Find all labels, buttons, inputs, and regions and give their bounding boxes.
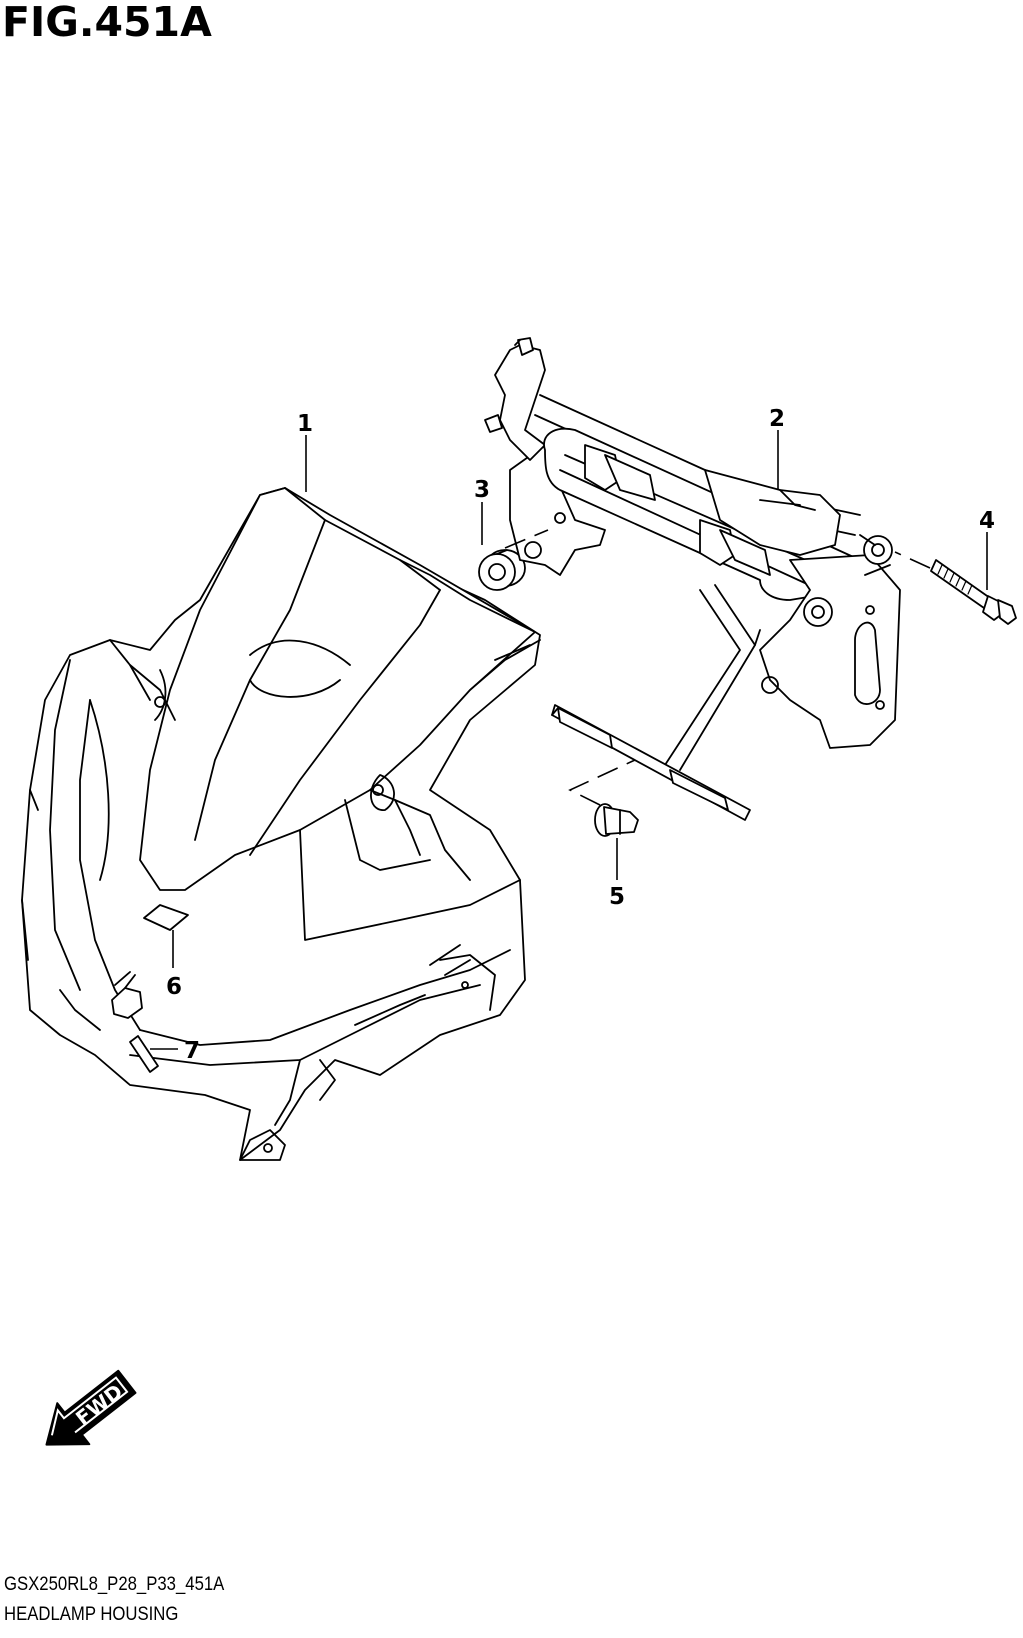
part-2-headlamp-bracket xyxy=(484,337,901,771)
callout-4: 4 xyxy=(979,508,995,534)
part-1-headlamp-cowl xyxy=(21,487,541,1161)
part-6-cushion-pad xyxy=(143,904,189,931)
assembly-guide-lines xyxy=(504,529,931,806)
callout-2: 2 xyxy=(769,406,785,432)
callout-6: 6 xyxy=(166,974,182,1000)
part-5-clip xyxy=(594,803,639,837)
leader-lines xyxy=(150,430,988,1050)
part-7-tape xyxy=(129,1035,159,1073)
fwd-arrow-icon: FWD xyxy=(45,1369,137,1446)
figure-title: FIG.451A xyxy=(2,0,212,46)
callout-3: 3 xyxy=(474,477,490,503)
part-3-cushion xyxy=(478,549,526,591)
model-code: GSX250RL8_P28_P33_451A xyxy=(4,1574,225,1595)
callout-labels: 1 2 3 4 5 6 7 xyxy=(166,406,995,1064)
callout-5: 5 xyxy=(609,884,625,910)
part-4-bolt xyxy=(930,559,1017,625)
callout-1: 1 xyxy=(297,411,313,437)
callout-7: 7 xyxy=(184,1038,200,1064)
section-name: HEADLAMP HOUSING xyxy=(4,1604,179,1625)
stay-bar xyxy=(551,704,751,821)
